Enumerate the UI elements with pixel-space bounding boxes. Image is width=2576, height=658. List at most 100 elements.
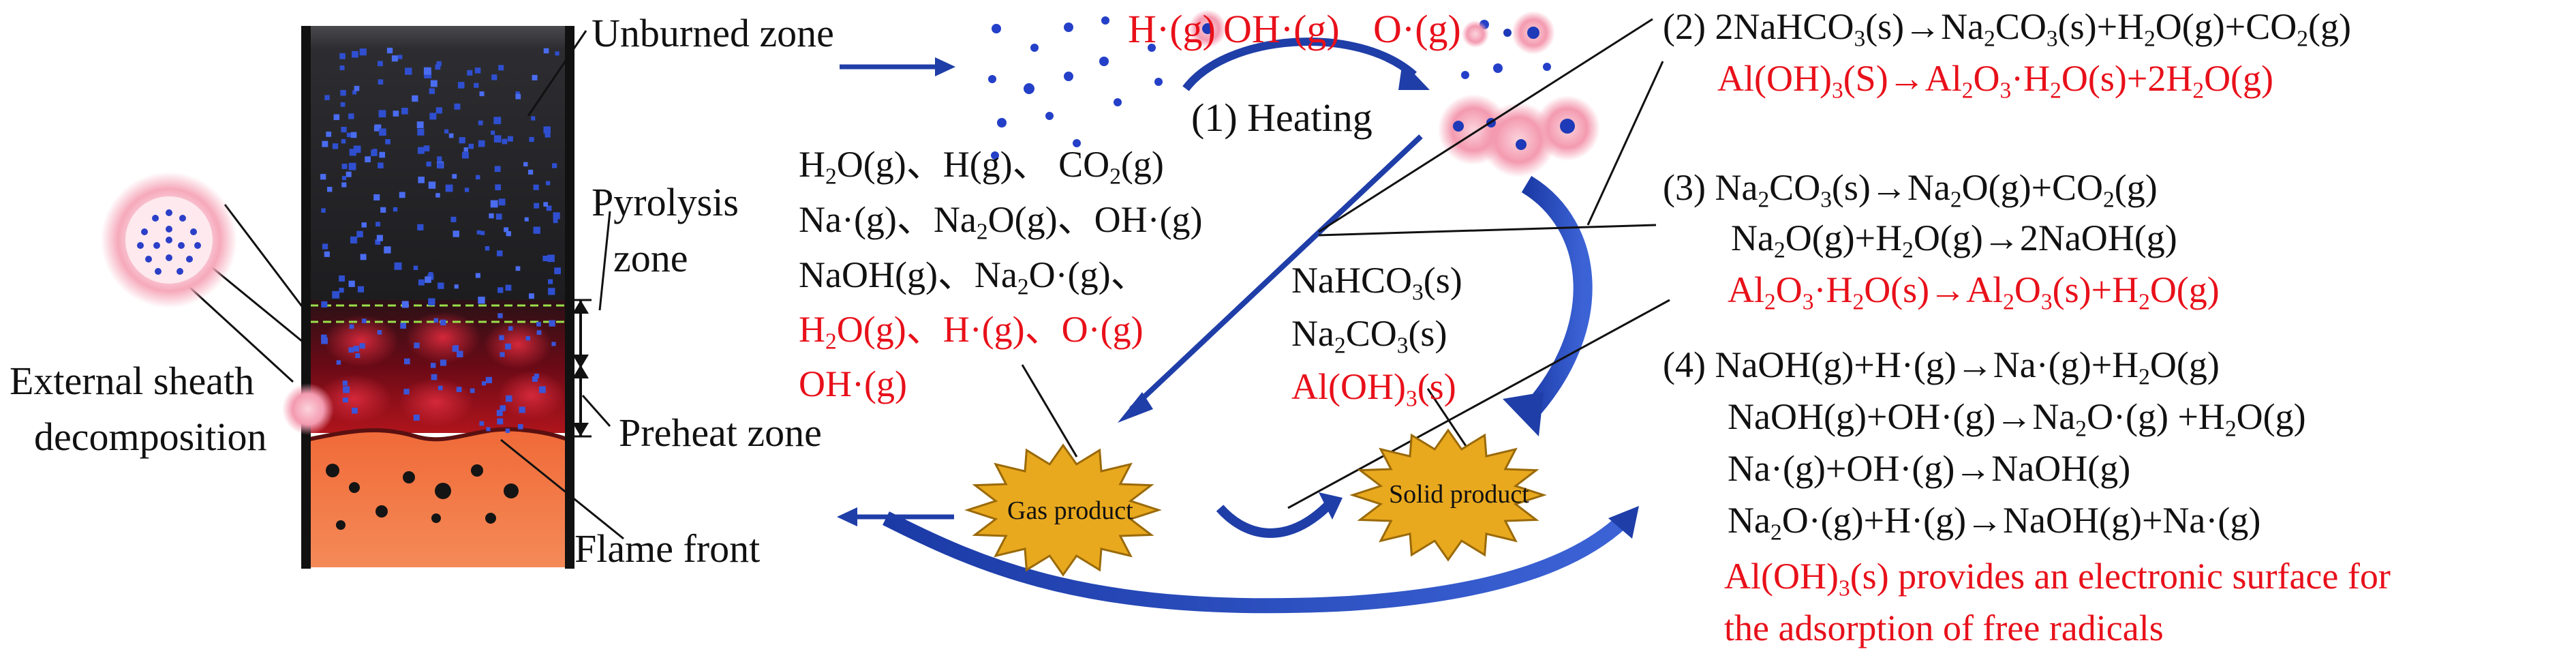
particle-dot — [546, 205, 552, 211]
particle-dot — [498, 65, 504, 71]
particle-dot — [531, 116, 536, 121]
particle-dot — [425, 276, 431, 283]
particle-dot — [426, 161, 431, 167]
char-particle — [471, 464, 483, 477]
free-particle — [1493, 63, 1503, 73]
particle-dot — [496, 410, 503, 417]
cluster-particle — [1527, 27, 1539, 39]
particle-dot — [413, 415, 420, 421]
particle-dot — [428, 271, 433, 277]
particle-dot — [549, 320, 555, 327]
particle-dot — [393, 110, 399, 117]
particle-dot — [352, 50, 358, 58]
free-particle — [1099, 57, 1109, 66]
particle-dot — [475, 273, 480, 278]
particle-dot — [436, 61, 442, 67]
particle-dot — [507, 136, 513, 142]
particle-dot — [418, 279, 425, 286]
char-particle — [375, 505, 388, 518]
particle-dot — [378, 162, 384, 168]
particle-dot — [486, 427, 491, 432]
reaction-4-line4: Na2O·(g)+H·(g)→NaOH(g)+Na·(g) — [1728, 500, 2261, 545]
particle-dot — [348, 162, 356, 170]
particle-core-dot — [179, 215, 186, 222]
particle-dot — [481, 381, 487, 386]
char-particles — [326, 464, 519, 530]
particle-dot — [339, 53, 346, 59]
particle-core-dot — [186, 256, 193, 263]
particle-core-dot — [177, 268, 183, 275]
label-preheat-zone: Preheat zone — [619, 410, 822, 455]
particle-core-dot — [166, 226, 172, 233]
char-particle — [336, 520, 346, 530]
particle-dot — [343, 398, 348, 403]
particle-dot — [454, 284, 459, 289]
particle-dot — [414, 342, 420, 348]
particle-dot — [494, 166, 501, 173]
particle-dot — [543, 126, 551, 134]
particle-core-dots — [137, 209, 201, 275]
particle-dot — [548, 288, 555, 295]
reaction-4-note-line2: the adsorption of free radicals — [1724, 608, 2164, 648]
particle-dot — [493, 135, 502, 143]
particle-core-dot — [178, 242, 185, 249]
char-particle — [326, 464, 339, 477]
particle-dot — [377, 330, 382, 335]
particle-dot — [519, 406, 525, 413]
label-external-sheath-line2: decomposition — [34, 415, 267, 459]
particle-core-dot — [194, 242, 201, 249]
particle-dot — [336, 360, 341, 365]
particle-dot — [431, 374, 438, 380]
particle-dot — [435, 107, 442, 114]
particle-dot — [320, 174, 326, 180]
particle-dot — [546, 181, 551, 185]
solid-product-label: Solid product — [1389, 480, 1529, 509]
particle-dot — [373, 194, 380, 200]
char-particle — [431, 513, 441, 523]
particle-dot — [393, 207, 398, 212]
particle-dot — [476, 175, 480, 180]
particle-dot — [341, 176, 347, 181]
label-pyrolysis-line2: zone — [613, 236, 688, 280]
particle-dot — [428, 181, 436, 189]
particle-dot — [332, 143, 339, 149]
particle-dot — [478, 297, 485, 304]
particle-dot — [321, 337, 328, 344]
particle-dot — [341, 182, 347, 188]
particle-dot — [502, 138, 508, 145]
particle-dot — [379, 151, 386, 158]
particle-dot — [515, 93, 521, 100]
free-particle — [1461, 71, 1469, 79]
particle-dot — [352, 407, 358, 414]
particle-dot — [350, 236, 358, 244]
particle-dot — [332, 290, 340, 299]
particle-core-dot — [155, 268, 162, 275]
reactor-column — [301, 26, 574, 569]
particle-dot — [452, 174, 457, 179]
cluster-particle — [1516, 139, 1527, 150]
particle-dot — [343, 386, 350, 393]
particle-dot — [404, 358, 410, 365]
particle-dot — [341, 126, 347, 133]
particle-dot — [340, 102, 346, 107]
particle-dot — [375, 222, 380, 227]
particle-dot — [346, 171, 352, 177]
reaction-4-line3: Na·(g)+OH·(g)→NaOH(g) — [1728, 448, 2131, 489]
particle-dot — [417, 147, 425, 154]
particle-dot — [555, 51, 559, 56]
free-particle — [988, 75, 996, 83]
particle-dot — [496, 250, 503, 256]
label-external-sheath-line1: External sheath — [10, 359, 255, 403]
particle-dot — [385, 139, 390, 145]
particle-dot — [506, 230, 511, 237]
particle-dot — [532, 74, 538, 80]
particle-dot — [448, 133, 454, 138]
particle-dot — [354, 85, 360, 91]
particle-dot — [440, 319, 446, 326]
particle-dot — [326, 131, 332, 137]
particle-dot — [485, 246, 490, 251]
particle-dot — [491, 74, 497, 80]
cluster-particle — [1560, 119, 1575, 134]
cluster-particle — [1202, 23, 1213, 34]
